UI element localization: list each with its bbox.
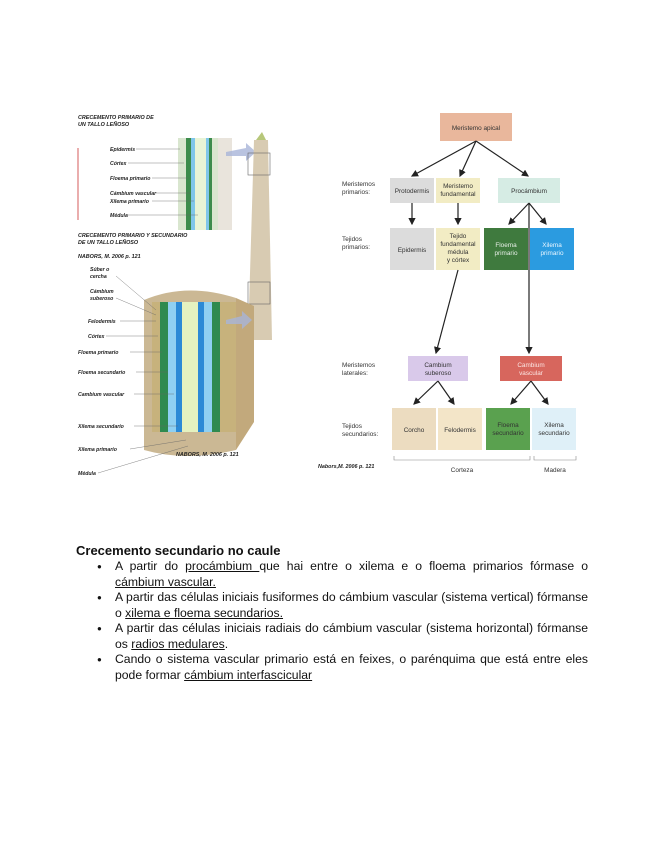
box-procambium — [498, 178, 560, 203]
row1-label-1: Meristemos — [342, 181, 375, 188]
box-fundamental — [436, 178, 480, 203]
label-xilema-primario-2: Xilema primario — [77, 447, 117, 453]
b4-underline-1: cámbium interfascicular — [184, 667, 313, 682]
text-tejido-4: y córtex — [447, 257, 470, 264]
box-epidermis — [390, 228, 434, 270]
text-xilema-sec-2: secundario — [538, 430, 570, 437]
box-floema-primario — [484, 228, 528, 270]
row4-label-1: Tejidos — [342, 423, 362, 430]
b2-underline-1: xilema e floema secundarios. — [125, 605, 284, 620]
label-medula: Médula — [110, 213, 128, 219]
row2-label-1: Tejidos — [342, 236, 362, 243]
row3-label-2: laterales: — [342, 370, 368, 377]
text-epidermis: Epidermis — [398, 247, 426, 254]
text-xilema-sec-1: Xilema — [544, 422, 564, 429]
label-xilema-primario: Xilema primario — [109, 199, 149, 205]
box-apical — [440, 113, 512, 141]
text-tejido-3: médula — [448, 249, 469, 256]
text-apical: Meristemo apical — [452, 125, 500, 132]
bullet-item-2: A partir das células iniciais fusiformes… — [76, 590, 588, 621]
row2-label-2: primarios: — [342, 244, 370, 251]
text-xilema-prim-2: primario — [540, 250, 564, 257]
label-floema-secundario: Floema secundario — [78, 370, 125, 376]
box-xilema-secundario — [532, 408, 576, 450]
label-floema-primario: Floema primario — [110, 176, 150, 182]
citation-1: NABORS, M. 2006 p. 121 — [78, 254, 141, 260]
text-tejido-1: Tejido — [450, 233, 467, 240]
text-madera: Madera — [544, 467, 566, 474]
b1-underline-1: procámbium — [185, 559, 260, 573]
label-epidermis: Epidermis — [110, 147, 135, 153]
row1-label-2: primarios: — [342, 189, 370, 196]
box-cambium-suberoso — [408, 356, 468, 381]
text-tejido-2: fundamental — [440, 241, 475, 248]
text-protodermis: Protodermis — [395, 188, 429, 195]
b1-text-a: A partir do — [115, 559, 186, 573]
bullet-list: A partir do procámbium que hai entre o x… — [76, 559, 588, 683]
meristem-flowchart: Meristemo apical Meristemos primarios: P… — [318, 113, 577, 474]
box-xilema-primario — [530, 228, 574, 270]
bullet-item-3: A partir das células iniciais radiais do… — [76, 621, 588, 652]
label-felodermis: Felodermis — [88, 319, 116, 325]
top-title-2: UN TALLO LEÑOSO — [78, 121, 130, 128]
primary-stem-section — [178, 138, 232, 230]
text-cambium-vasc-2: vascular — [519, 370, 544, 377]
top-title-1: CRECEMENTO PRIMARIO DE — [78, 115, 154, 121]
text-fundamental-1: Meristemo — [443, 183, 473, 190]
label-cortex-2: Córtex — [88, 334, 106, 340]
label-cambium-vascular: Cámbium vascular — [110, 191, 157, 197]
label-floema-primario-2: Floema primario — [78, 350, 118, 356]
box-floema-secundario — [486, 408, 530, 450]
row4-label-2: secundarios: — [342, 431, 378, 438]
citation-flowchart: Nabors,M. 2006 p. 121 — [318, 464, 374, 470]
text-corcho: Corcho — [404, 427, 425, 434]
b3-underline-1: radios medulares — [131, 636, 225, 651]
text-corteza: Corteza — [451, 467, 474, 474]
label-medula-2: Médula — [78, 471, 96, 477]
text-xilema-prim-1: Xilema — [542, 242, 562, 249]
b3-text-a: A partir das células iniciais radiais do… — [115, 621, 588, 651]
label-suber-2: cercha — [90, 274, 107, 280]
b1-underline-2: cámbium vascular. — [115, 574, 216, 589]
box-corcho — [392, 408, 436, 450]
text-fundamental-2: fundamental — [440, 191, 475, 198]
text-floema-prim-1: Floema — [495, 242, 517, 249]
b1-text-b: que hai entre o xilema e o floema primar… — [259, 559, 588, 573]
bullet-item-1: A partir do procámbium que hai entre o x… — [76, 559, 588, 590]
box-tejido-fundamental — [436, 228, 480, 270]
text-floema-sec-2: secundario — [492, 430, 524, 437]
b4-text-a: Cando o sistema vascular primario está e… — [115, 652, 588, 682]
b3-text-b: . — [224, 636, 229, 651]
stem-growth-figure: CRECEMENTO PRIMARIO DE UN TALLO LEÑOSO E… — [77, 115, 272, 477]
mid-title-1: CRECEMENTO PRIMARIO Y SECUNDARIO — [78, 233, 188, 239]
label-cambium-vascular-2: Cambium vascular — [78, 392, 125, 398]
label-cambium-sub-2: suberoso — [90, 296, 113, 302]
bullet-item-4: Cando o sistema vascular primario está e… — [76, 652, 588, 683]
box-protodermis — [390, 178, 434, 203]
label-xilema-secundario: Xilema secundario — [77, 424, 124, 430]
text-cambium-sub-1: Cambium — [424, 362, 451, 369]
secondary-stem-section — [144, 290, 254, 456]
mid-title-2: DE UN TALLO LEÑOSO — [78, 239, 139, 246]
section-heading: Crecemento secundario no caule — [76, 543, 281, 558]
text-cambium-vasc-1: Cambium — [517, 362, 544, 369]
box-cambium-vascular — [500, 356, 562, 381]
text-procambium: Procámbium — [511, 188, 547, 195]
text-felodermis: Felodermis — [444, 427, 476, 434]
text-section: Crecemento secundario no caule A partir … — [76, 542, 588, 683]
label-cambium-sub-1: Cámbium — [90, 289, 114, 295]
citation-2: NABORS, M. 2006 p. 121 — [176, 452, 239, 458]
text-cambium-sub-2: suberoso — [425, 370, 452, 377]
b2-text-a: A partir das células iniciais fusiformes… — [115, 590, 588, 620]
label-suber-1: Súber o — [90, 267, 109, 273]
row3-label-1: Meristemos — [342, 362, 375, 369]
box-felodermis — [438, 408, 482, 450]
text-floema-prim-2: primario — [494, 250, 518, 257]
label-cortex: Córtex — [110, 161, 128, 167]
text-floema-sec-1: Floema — [497, 422, 519, 429]
